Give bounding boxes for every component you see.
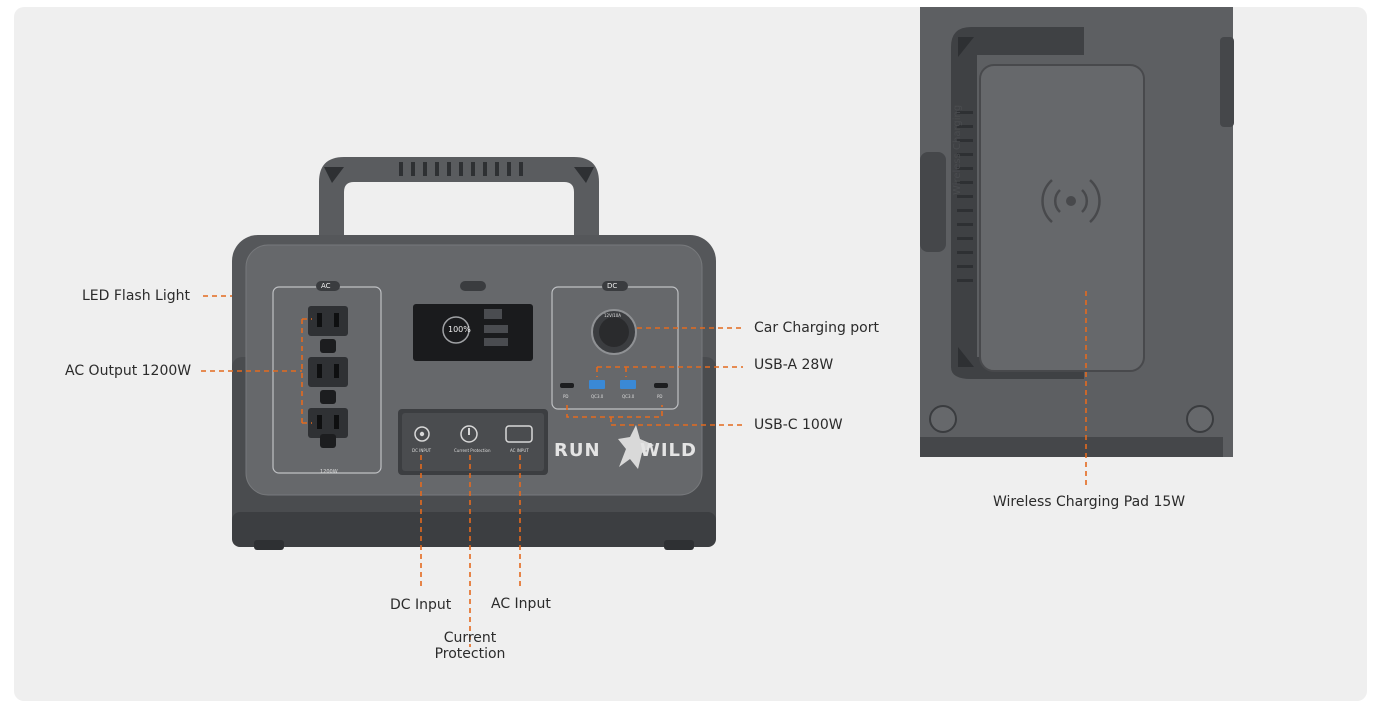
dc-badge: DC — [607, 282, 618, 290]
power-station-front — [232, 157, 716, 550]
callout-usb-c: USB-C 100W — [754, 417, 843, 433]
callout-dc-input: DC Input — [390, 597, 452, 613]
current-protection-port-label: Current Protection — [454, 448, 491, 453]
lcd-percent: 100% — [448, 325, 471, 334]
brand-logo-left: RUN — [554, 440, 601, 461]
power-button — [460, 281, 486, 291]
callout-lines — [201, 291, 1087, 647]
brand-logo-right: WILD — [640, 440, 697, 461]
ac-input-port-label: AC INPUT — [510, 448, 529, 453]
product-image-panel: AC DC 1200W 100% 12V/10A DC INPUT Curren… — [14, 7, 1367, 701]
car-port-label: 12V/10A — [604, 313, 621, 318]
callout-current-protection-line1: Current — [443, 630, 497, 646]
wireless-charging-pad — [979, 64, 1145, 372]
ac-rating: 1200W — [320, 469, 338, 475]
qc-port-label-right: QC3.0 — [622, 394, 635, 399]
callout-wireless-pad: Wireless Charging Pad 15W — [993, 494, 1186, 510]
wireless-charging-icon — [1066, 196, 1076, 206]
lcd-display — [413, 304, 533, 361]
side-wireless-label: Wireless Charging — [952, 104, 963, 195]
ac-badge: AC — [321, 282, 331, 290]
callout-led-flash-light: LED Flash Light — [82, 288, 190, 304]
callout-usb-a: USB-A 28W — [754, 357, 834, 373]
ac-outlet — [308, 408, 348, 448]
callout-current-protection-line2: Protection — [434, 646, 506, 662]
callout-ac-input: AC Input — [491, 596, 551, 612]
pd-port-label-right: PD — [657, 394, 663, 399]
dc-input-port-label: DC INPUT — [412, 448, 432, 453]
qc-port-label-left: QC3.0 — [591, 394, 604, 399]
pd-port-label-left: PD — [563, 394, 569, 399]
callout-current-protection: Current Protection — [426, 630, 514, 662]
wolf-logo-icon — [618, 425, 654, 469]
power-station-side — [920, 7, 1234, 457]
ac-outlet — [308, 306, 348, 353]
ac-outlet — [308, 357, 348, 404]
callout-ac-output: AC Output 1200W — [65, 363, 192, 379]
callout-car-charging-port: Car Charging port — [754, 320, 879, 336]
product-illustration — [201, 7, 1234, 647]
